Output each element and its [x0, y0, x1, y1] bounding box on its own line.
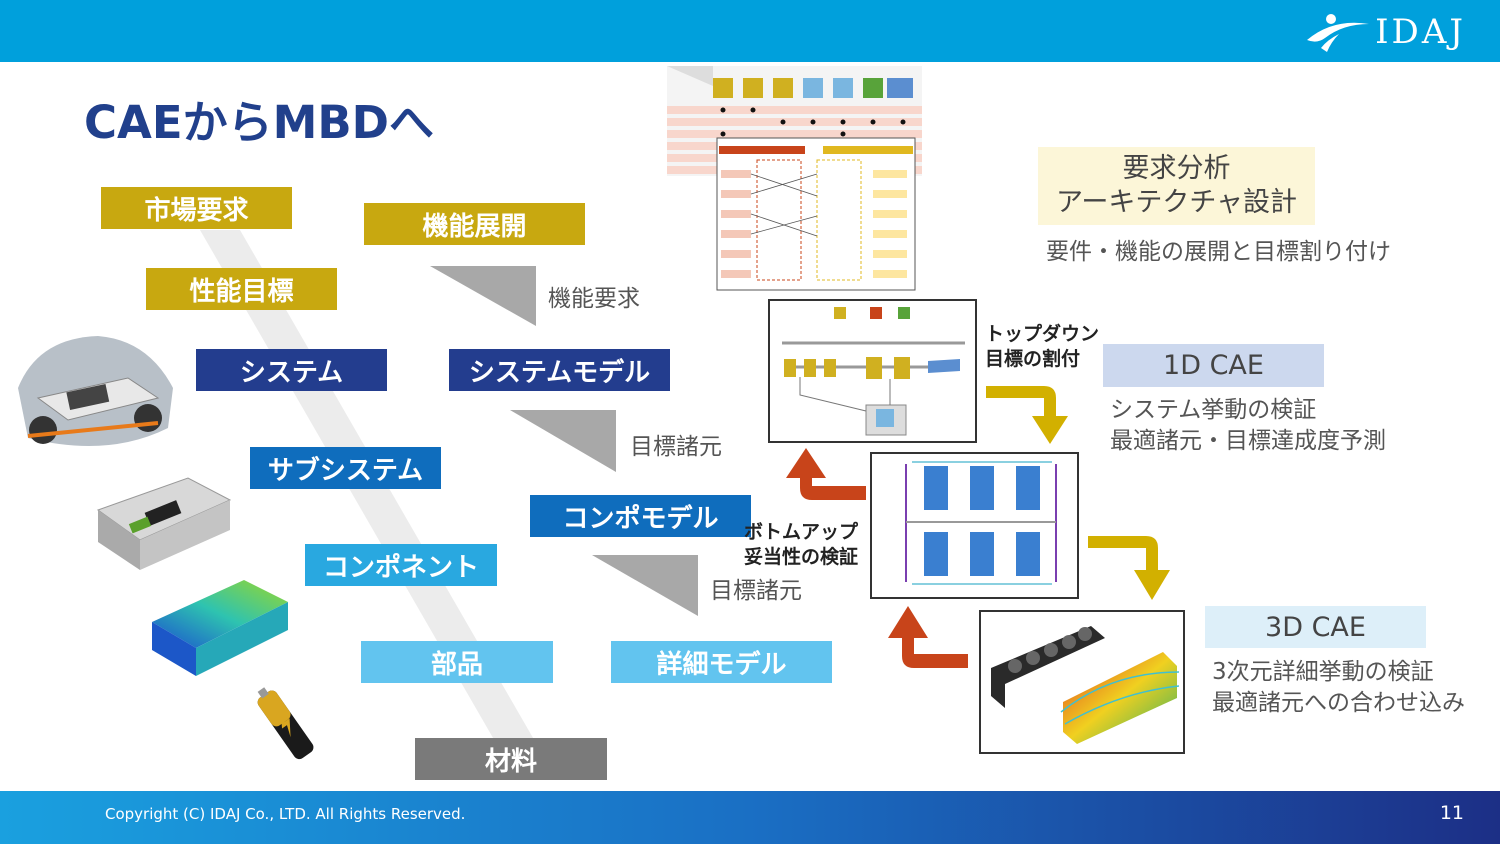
bottomup-label: ボトムアップ 妥当性の検証 [744, 520, 858, 570]
requirements-matrix-image [667, 66, 922, 291]
cae-3d-screenshot [979, 610, 1185, 754]
bottomup-label-line2: 妥当性の検証 [744, 546, 859, 568]
functional-requirement-label: 機能要求 [548, 286, 640, 312]
requirements-heading: 要求分析 アーキテクチャ設計 [1038, 147, 1315, 225]
cae-1d-desc-line1: システム挙動の検証 [1110, 397, 1317, 423]
copyright-text: Copyright (C) IDAJ Co., LTD. All Rights … [105, 805, 466, 823]
bottomup-arrow-1 [786, 448, 866, 500]
system-model-box: システムモデル [449, 349, 670, 391]
idaj-logo: IDAJ [1303, 10, 1466, 54]
car-cutaway-image [18, 336, 173, 446]
funnel-triangle-1 [430, 266, 536, 326]
footer-bar: Copyright (C) IDAJ Co., LTD. All Rights … [0, 791, 1500, 844]
logo-text: IDAJ [1375, 12, 1466, 52]
funnel-triangle-2 [510, 410, 616, 472]
material-box: 材料 [415, 738, 607, 780]
bottomup-label-line1: ボトムアップ [744, 521, 859, 543]
cae-3d-desc: 3次元詳細挙動の検証 最適諸元への合わせ込み [1212, 657, 1465, 719]
system-box: システム [196, 349, 387, 391]
page-number: 11 [1439, 802, 1464, 824]
requirements-heading-line1: 要求分析 [1122, 153, 1231, 184]
slide-title: CAEからMBDへ [84, 96, 435, 149]
aa-battery-image [257, 687, 314, 760]
topdown-arrow-1 [986, 386, 1068, 444]
requirements-desc: 要件・機能の展開と目標割り付け [1046, 239, 1391, 265]
battery-pack-image [96, 477, 232, 570]
cae-1d-desc: システム挙動の検証 最適諸元・目標達成度予測 [1110, 395, 1386, 457]
pack-model-diagram [905, 461, 1057, 585]
cae-3d-heading: 3D CAE [1205, 606, 1426, 648]
header-bar: IDAJ [0, 0, 1500, 62]
swoosh-logo-icon [1307, 14, 1370, 52]
cell-stack-heatmap-image [152, 580, 288, 676]
requirements-heading-line2: アーキテクチャ設計 [1055, 187, 1298, 218]
cae-3d-desc-line2: 最適諸元への合わせ込み [1212, 690, 1465, 716]
detailed-model-box: 詳細モデル [611, 641, 832, 683]
pack-model-screenshot [870, 452, 1079, 599]
topdown-label-line2: 目標の割付 [985, 348, 1081, 370]
component-box: コンポネント [305, 544, 497, 586]
target-spec-label-1: 目標諸元 [630, 434, 722, 460]
cae-1d-heading: 1D CAE [1103, 344, 1324, 387]
topdown-arrow-2 [1088, 536, 1170, 600]
subsystem-box: サブシステム [250, 447, 441, 489]
cae-1d-desc-line2: 最適諸元・目標達成度予測 [1110, 428, 1386, 454]
target-spec-label-2: 目標諸元 [710, 578, 802, 604]
cae-3d-heatmap [991, 626, 1180, 744]
component-model-box: コンポモデル [530, 495, 751, 537]
performance-target-box: 性能目標 [146, 268, 337, 310]
funnel-triangle-3 [592, 555, 698, 616]
topdown-label-line1: トップダウン [985, 323, 1100, 345]
system-model-diagram [782, 307, 965, 436]
function-deployment-box: 機能展開 [364, 203, 585, 245]
topdown-label: トップダウン 目標の割付 [985, 322, 1099, 372]
cae-3d-desc-line1: 3次元詳細挙動の検証 [1212, 659, 1434, 685]
part-box: 部品 [361, 641, 553, 683]
market-requirements-box: 市場要求 [101, 187, 292, 229]
system-model-screenshot [768, 299, 977, 443]
bottomup-arrow-2 [888, 606, 968, 668]
